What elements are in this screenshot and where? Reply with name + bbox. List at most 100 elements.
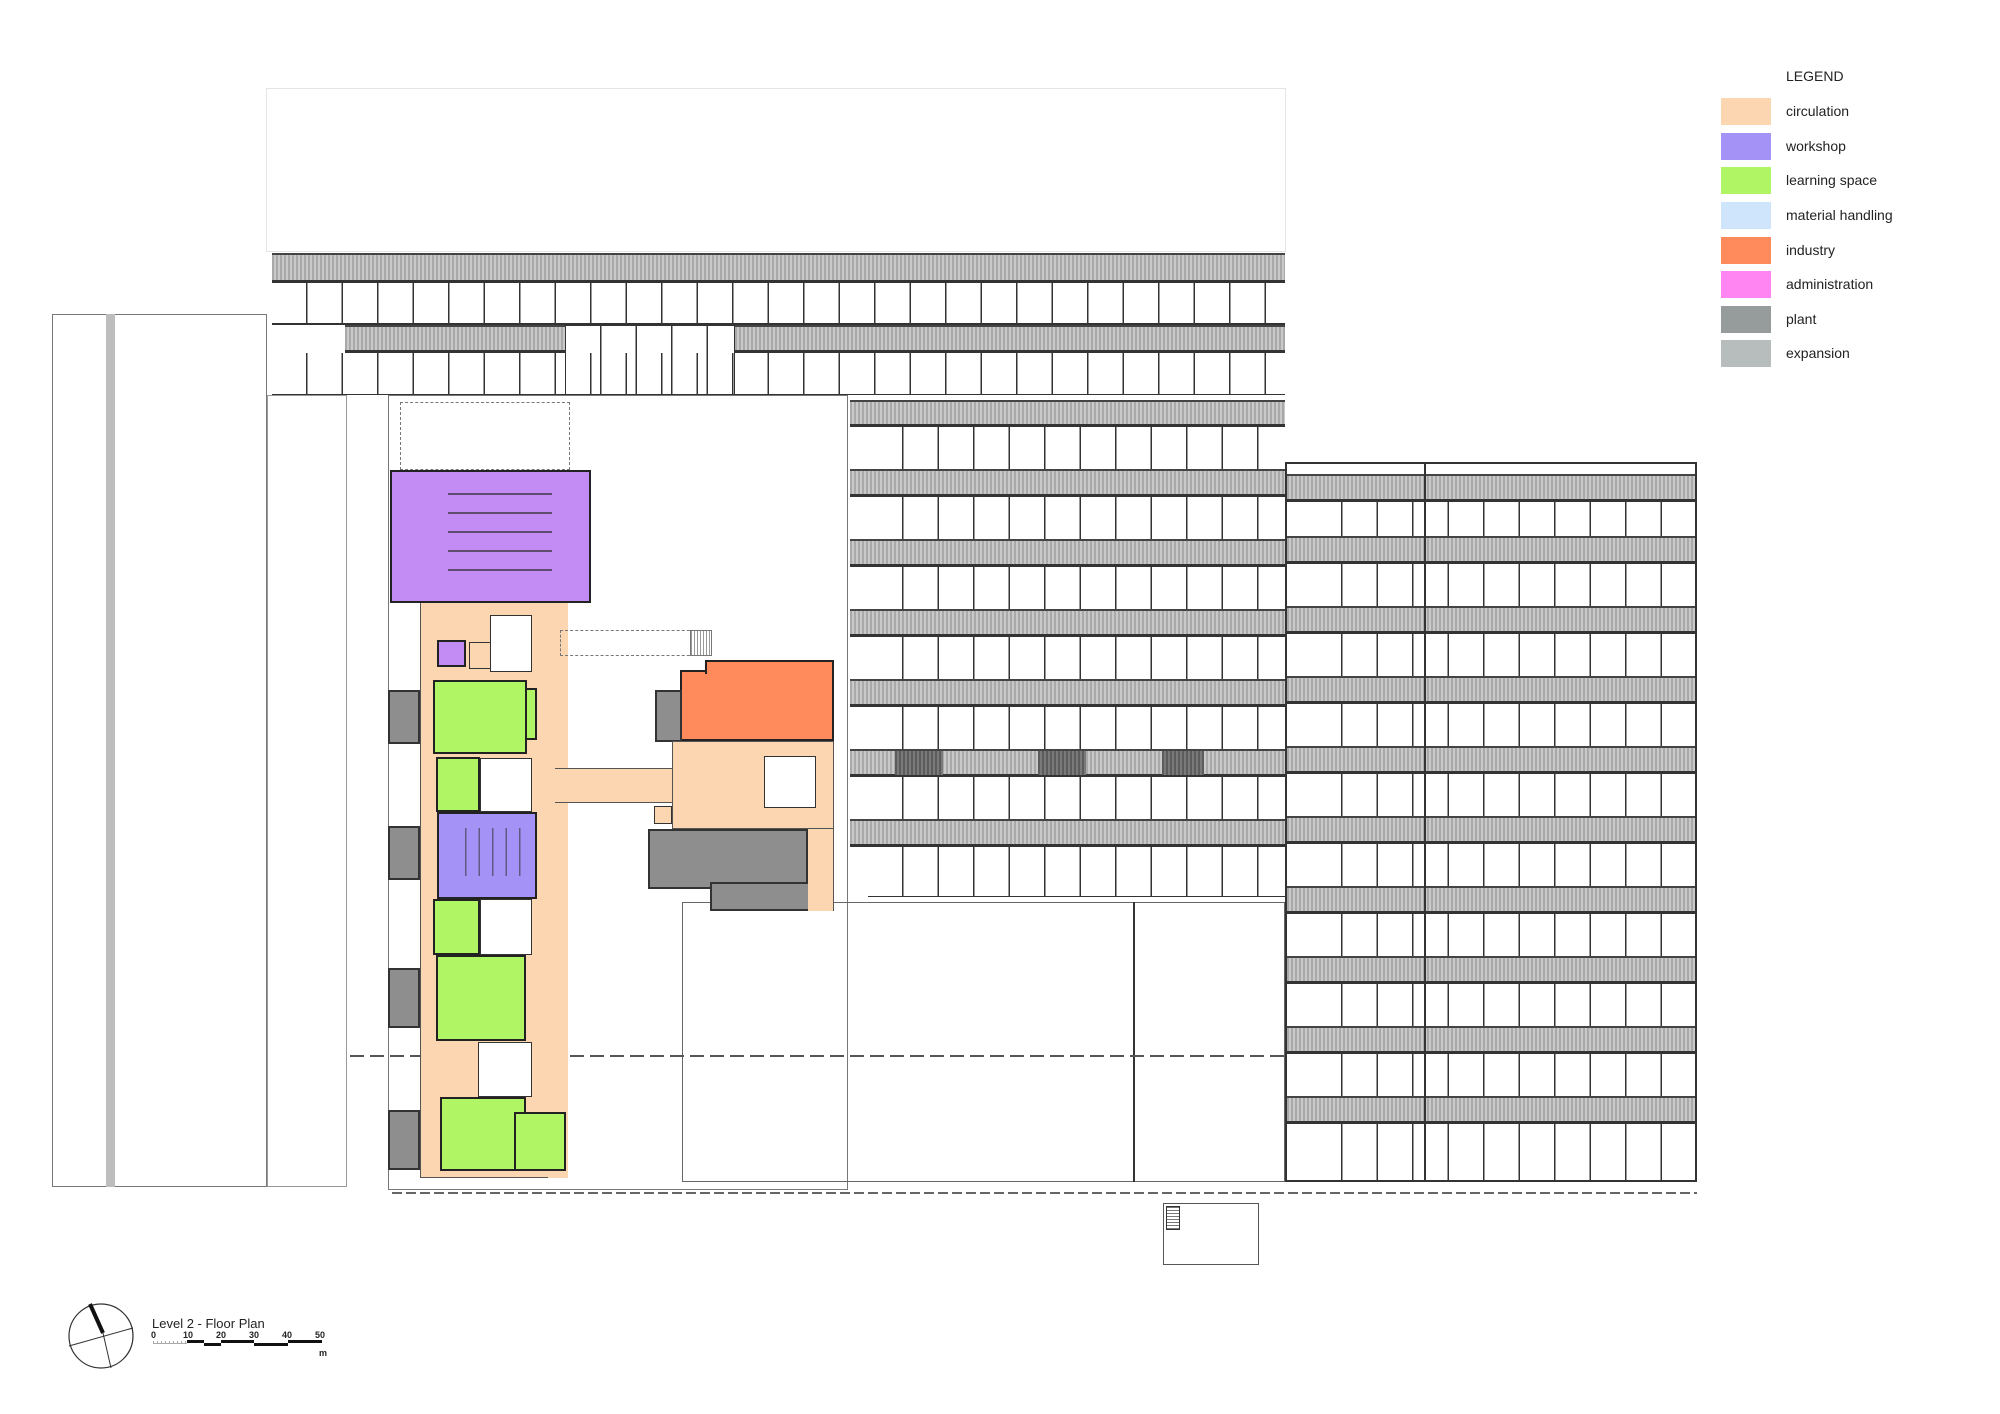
legend-swatch-material-handling [1721, 202, 1771, 229]
scale-seg-5 [288, 1340, 322, 1343]
workbenches [453, 828, 529, 876]
bay-row [868, 567, 1285, 609]
hall-divider [1133, 902, 1135, 1182]
workshop-room-north [390, 470, 591, 603]
roof-band [1287, 956, 1695, 984]
roof-band-top [272, 253, 1285, 283]
scale-tick-50: 50 [315, 1330, 326, 1340]
walkway-stair [690, 630, 712, 656]
void-2 [480, 899, 532, 955]
bay-row [1307, 1054, 1695, 1096]
legend-swatch-circulation [1721, 98, 1771, 125]
plant-room-east-small [655, 690, 682, 742]
industry-space-top [705, 660, 834, 674]
bay-row [868, 427, 1285, 469]
roof-band [1287, 676, 1695, 704]
scale-seg-3 [221, 1340, 254, 1343]
void-1 [490, 615, 532, 672]
legend-swatch-industry [1721, 237, 1771, 264]
plant-room-1 [388, 690, 420, 744]
roof-band [850, 539, 1285, 567]
industry-space [680, 670, 834, 741]
roof-band [850, 819, 1285, 847]
roof-band-2b [735, 325, 1285, 353]
roof-band [1287, 606, 1695, 634]
roof-band [1287, 746, 1695, 774]
bay-row [1307, 704, 1695, 746]
workshop-store [437, 640, 466, 667]
grid-line [1424, 464, 1426, 1180]
bay-row [1307, 914, 1695, 956]
scale-tick-20: 20 [216, 1330, 227, 1340]
plan-title: Level 2 - Floor Plan [152, 1316, 265, 1331]
vent [895, 751, 943, 775]
bay-row [868, 707, 1285, 749]
roof-band [850, 679, 1285, 707]
roof-band [1287, 474, 1695, 502]
bay-row [868, 637, 1285, 679]
legend-label-expansion: expansion [1786, 345, 1850, 361]
scale-tick-0: 0 [151, 1330, 157, 1340]
bay-row [1307, 1124, 1695, 1180]
west-inner-zone [267, 395, 347, 1187]
south-boundary [392, 1192, 1697, 1194]
legend-swatch-expansion [1721, 340, 1771, 367]
stair-core-east [764, 756, 816, 808]
legend-title: LEGEND [1786, 68, 1844, 84]
lift-east [654, 806, 672, 824]
west-block-outline [52, 314, 267, 1187]
legend-label-material-handling: material handling [1786, 207, 1893, 223]
roof-band [1287, 886, 1695, 914]
legend-swatch-plant [1721, 306, 1771, 333]
roof-band [1287, 816, 1695, 844]
bay-row [1307, 774, 1695, 816]
west-column-strip [106, 314, 115, 1187]
scale-seg-4 [254, 1343, 288, 1346]
vent [1162, 751, 1204, 775]
vent [1038, 751, 1086, 775]
south-hall [682, 902, 1285, 1182]
scale-seg-2 [204, 1343, 221, 1346]
scale-seg-1 [187, 1340, 204, 1343]
workbench-grid [448, 488, 552, 588]
circulation-stair-hall [548, 602, 568, 1178]
circulation-east-stair [808, 829, 834, 911]
plant-room-3 [388, 968, 420, 1028]
upper-open-area [266, 88, 1286, 252]
bay-row [1307, 984, 1695, 1026]
legend-swatch-workshop [1721, 133, 1771, 160]
bay-row [868, 497, 1285, 539]
learning-space-6 [514, 1112, 566, 1171]
dashed-walkway [560, 630, 705, 656]
plant-room-east-lower [710, 882, 823, 911]
hall-dashed-line [350, 1055, 1285, 1057]
stair-core-1 [480, 758, 532, 812]
roof-band [850, 609, 1285, 637]
legend-label-circulation: circulation [1786, 103, 1850, 119]
east-block-north [848, 395, 1285, 902]
lift-shaft [469, 642, 491, 669]
roof-band [1287, 1096, 1695, 1124]
roof-band [1287, 536, 1695, 564]
scale-tick-10: 10 [183, 1330, 194, 1340]
plant-room-2 [388, 826, 420, 880]
legend-label-workshop: workshop [1786, 138, 1846, 154]
circulation-bridge [555, 768, 680, 803]
workshop-room-south [437, 812, 537, 899]
learning-space-1-annex [525, 688, 537, 740]
learning-space-2 [436, 757, 480, 812]
bay-row [1307, 844, 1695, 886]
roof-band-2a [345, 325, 565, 353]
scale-tick-40: 40 [282, 1330, 293, 1340]
bay-row-top [272, 283, 1285, 325]
learning-space-4 [436, 955, 526, 1041]
legend-swatch-learning-space [1721, 167, 1771, 194]
annex-stair [1166, 1206, 1180, 1230]
bay-row [1307, 502, 1695, 536]
courtyard-dashed-zone [400, 402, 570, 470]
central-courtyard [388, 395, 848, 1190]
roof-band [850, 469, 1285, 497]
stair-core-2 [478, 1042, 532, 1097]
scale-fine-segment [153, 1341, 187, 1344]
bay-row [1307, 634, 1695, 676]
